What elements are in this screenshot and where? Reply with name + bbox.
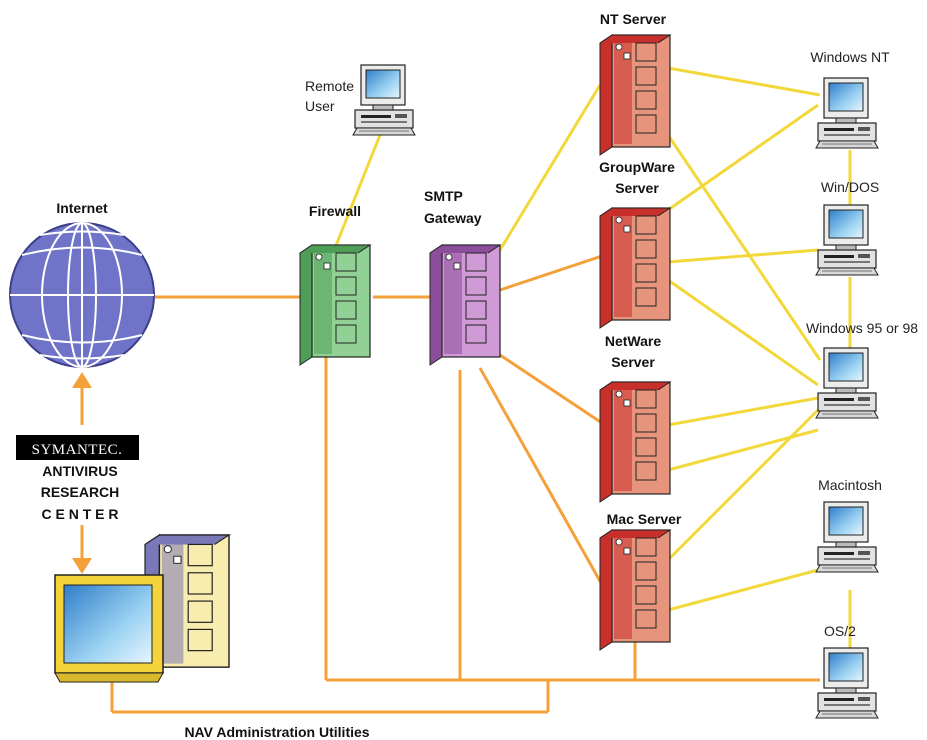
link-gw-winnt [667, 103, 819, 212]
arrow-icon [72, 372, 92, 574]
nt-server [599, 34, 671, 156]
internet-globe: Internet [9, 200, 155, 368]
link-gw-windos [667, 248, 819, 264]
groupware-label-1: GroupWare [599, 159, 675, 175]
server-tower-icon [299, 244, 371, 366]
groupware-server [599, 207, 671, 329]
remote-user-label-1: Remote [305, 78, 354, 94]
macintosh-label: Macintosh [818, 477, 882, 493]
internet-label: Internet [56, 200, 108, 216]
link-nt-winnt [667, 66, 821, 97]
desktop-computer-icon [815, 647, 879, 719]
macintosh-workstation [815, 501, 879, 573]
win-dos-workstation [815, 204, 879, 276]
groupware-label-2: Server [615, 180, 659, 196]
nav-admin-label: NAV Administration Utilities [184, 724, 369, 740]
firewall-label: Firewall [309, 203, 361, 219]
link-nw-win95 [667, 396, 819, 427]
antivirus-label: ANTIVIRUS [42, 463, 117, 479]
symantec-wordmark: SYMANTEC. [32, 442, 123, 458]
desktop-computer-icon [815, 347, 879, 419]
connection-lines [110, 66, 852, 714]
admin-console [54, 534, 230, 683]
smtp-gateway-server [429, 244, 501, 366]
netware-server [599, 381, 671, 503]
win-dos-label: Win/DOS [821, 179, 879, 195]
remote-user-label-2: User [305, 98, 335, 114]
server-tower-icon [599, 381, 671, 503]
link-smtp-netware [499, 353, 606, 427]
globe-icon [9, 222, 155, 368]
desktop-computer-icon [815, 77, 879, 149]
firewall-server [299, 244, 371, 366]
mac-server-label: Mac Server [607, 511, 682, 527]
symantec-logo: SYMANTEC. [16, 435, 139, 460]
remote-user-workstation [352, 64, 416, 136]
center-label: C E N T E R [41, 506, 118, 522]
desktop-computer-icon [815, 204, 879, 276]
link-smtp-mac [478, 367, 607, 591]
link-nt-win95 [666, 134, 822, 361]
desktop-computer-icon [815, 501, 879, 573]
server-tower-icon [599, 207, 671, 329]
server-tower-icon [599, 34, 671, 156]
link-mac-win95 [666, 408, 820, 562]
os2-workstation [815, 647, 879, 719]
smtp-label-2: Gateway [424, 210, 482, 226]
windows-nt-workstation [815, 77, 879, 149]
link-gw-win95 [667, 278, 819, 387]
server-tower-icon [429, 244, 501, 366]
desktop-computer-icon [352, 64, 416, 136]
link-nw-mac [667, 428, 819, 472]
link-smtp-groupware [499, 253, 606, 292]
link-mac-macintosh [667, 568, 819, 612]
smtp-label-1: SMTP [424, 188, 463, 204]
windows-95-98-label: Windows 95 or 98 [806, 320, 918, 336]
research-label: RESEARCH [41, 484, 120, 500]
link-smtp-nt [495, 84, 602, 256]
server-tower-icon [599, 529, 671, 651]
admin-monitor-icon [54, 574, 164, 683]
windows-95-98-workstation [815, 347, 879, 419]
link-remote-firewall [333, 134, 382, 249]
nt-server-label: NT Server [600, 11, 667, 27]
netware-label-2: Server [611, 354, 655, 370]
mac-server [599, 529, 671, 651]
os2-label: OS/2 [824, 623, 856, 639]
windows-nt-label: Windows NT [810, 49, 890, 65]
netware-label-1: NetWare [605, 333, 661, 349]
